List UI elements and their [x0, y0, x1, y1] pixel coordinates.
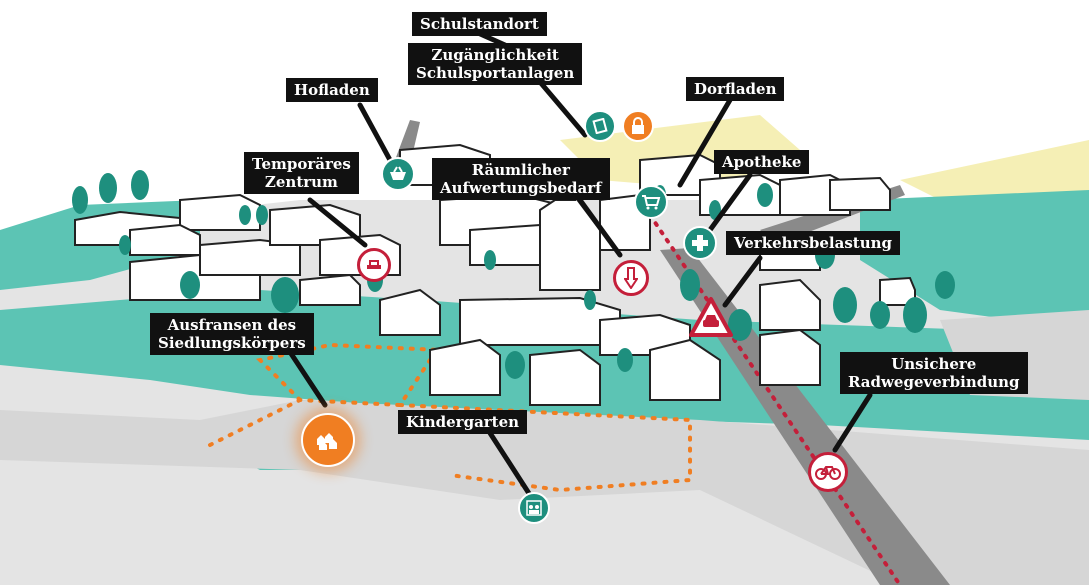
lock-icon[interactable]: [622, 110, 654, 142]
label-text: Zentrum: [264, 173, 338, 191]
label-text: Apotheke: [722, 153, 802, 171]
label-text: Radwegeverbindung: [848, 373, 1020, 391]
label-hofladen: Hofladen: [286, 78, 378, 102]
label-text: Schulstandort: [420, 15, 539, 33]
bicycle-icon[interactable]: [808, 452, 848, 492]
label-kindergarten: Kindergarten: [398, 410, 528, 434]
label-ausfransen: Ausfransen des Siedlungskörpers: [150, 313, 314, 355]
label-raeumlicher-aufwertungsbedarf: Räumlicher Aufwertungsbedarf: [432, 158, 610, 200]
bike-route: [648, 213, 902, 585]
kindergarten-icon[interactable]: [518, 492, 550, 524]
label-text: Räumlicher: [471, 161, 570, 179]
label-text: Dorfladen: [694, 80, 777, 98]
hofladen-basket-icon[interactable]: [381, 157, 415, 191]
label-text: Zugänglichkeit: [431, 46, 559, 64]
label-temporaeres-zentrum: Temporäres Zentrum: [244, 152, 359, 194]
label-text: Temporäres: [252, 155, 351, 173]
label-text: Siedlungskörpers: [158, 334, 306, 352]
shopping-cart-icon[interactable]: [634, 185, 668, 219]
label-text: Kindergarten: [406, 413, 520, 431]
green-area: [860, 190, 1089, 330]
label-text: Hofladen: [294, 81, 370, 99]
label-text: Schulsportanlagen: [416, 64, 575, 82]
label-verkehrsbelastung: Verkehrsbelastung: [726, 231, 901, 255]
label-text: Aufwertungsbedarf: [440, 179, 602, 197]
label-text: Ausfransen des: [167, 316, 297, 334]
temporary-center-icon[interactable]: [357, 248, 391, 282]
label-text: Verkehrsbelastung: [734, 234, 893, 252]
traffic-warning-icon[interactable]: [688, 296, 734, 338]
buildings: [74, 143, 916, 406]
label-unsichere-radwegeverbindung: Unsichere Radwegeverbindung: [840, 352, 1028, 394]
label-schulstandort: Schulstandort: [412, 12, 547, 36]
pharmacy-cross-icon[interactable]: [683, 226, 717, 260]
label-text: Unsichere: [891, 355, 977, 373]
school-icon[interactable]: [584, 110, 616, 142]
label-apotheke: Apotheke: [714, 150, 810, 174]
label-dorfladen: Dorfladen: [686, 77, 785, 101]
settlement-houses-icon[interactable]: [301, 413, 355, 467]
downgrade-arrow-icon[interactable]: [613, 260, 649, 296]
label-zugaenglichkeit: Zugänglichkeit Schulsportanlagen: [408, 43, 583, 85]
